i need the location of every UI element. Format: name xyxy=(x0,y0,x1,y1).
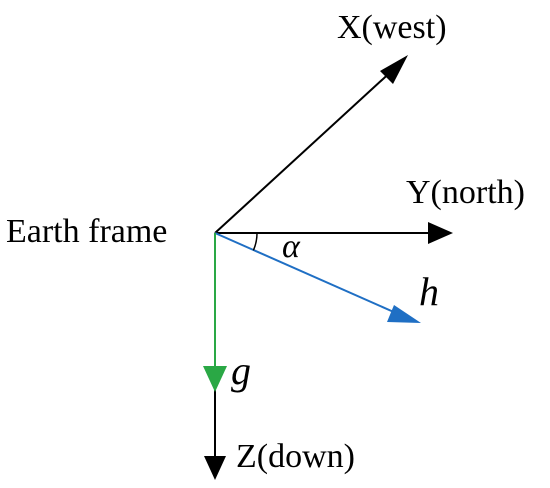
y-axis-label: Y(north) xyxy=(406,174,525,211)
h-vector-label: h xyxy=(419,269,439,314)
x-axis-line xyxy=(214,67,396,234)
x-axis-label: X(west) xyxy=(337,9,447,46)
x-axis-arrowhead xyxy=(380,55,408,84)
h-vector-arrowhead xyxy=(387,305,421,323)
z-axis-arrowhead xyxy=(204,456,226,480)
g-vector-label: g xyxy=(231,348,251,393)
angle-alpha-label: α xyxy=(282,228,301,265)
angle-arc xyxy=(252,232,258,251)
h-vector-line xyxy=(214,232,397,314)
y-axis-arrowhead xyxy=(428,222,453,244)
g-vector-arrowhead xyxy=(203,366,227,392)
z-axis-label: Z(down) xyxy=(236,438,355,475)
origin-label: Earth frame xyxy=(6,213,167,250)
